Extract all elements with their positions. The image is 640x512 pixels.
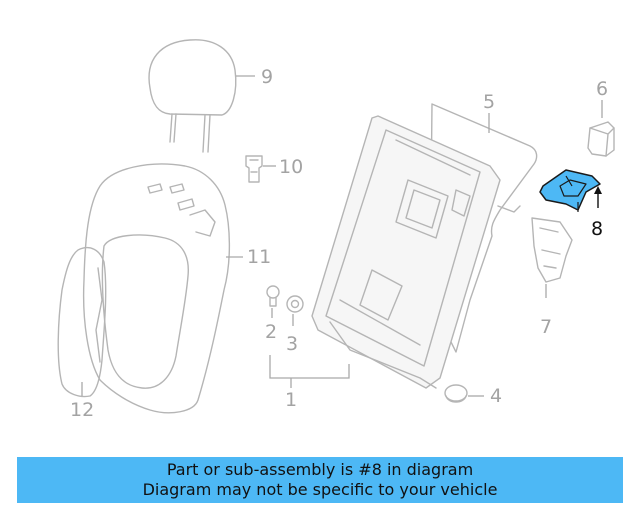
highlighted-bezel-part: [539, 169, 601, 212]
leader-8-arrow: [594, 186, 602, 194]
banner-line-part: Part or sub-assembly is #8 in diagram: [166, 460, 474, 479]
seat-back-pad-part: [57, 246, 107, 398]
callout-2: 2: [265, 321, 277, 343]
callout-4: 4: [490, 385, 502, 407]
callout-3: 3: [286, 333, 298, 355]
callout-5: 5: [483, 91, 495, 113]
info-banner: Part or sub-assembly is #8 in diagram Di…: [17, 457, 623, 503]
callout-10: 10: [279, 156, 303, 178]
banner-line-disclaimer: Diagram may not be specific to your vehi…: [142, 480, 498, 499]
callout-1: 1: [285, 389, 297, 411]
callout-7: 7: [540, 316, 552, 338]
callout-11: 11: [247, 246, 271, 268]
headrest-guide-part: [245, 155, 263, 183]
cap-part: [587, 121, 615, 157]
grommet-part: [444, 384, 468, 403]
nut-part: [286, 295, 304, 313]
callout-8: 8: [591, 218, 603, 240]
latch-bracket-part: [531, 217, 573, 283]
leader-1: [269, 355, 350, 379]
callout-9: 9: [261, 66, 273, 88]
back-panel-part: [429, 103, 538, 353]
seat-back-cover-part: [82, 163, 231, 414]
callout-12: 12: [70, 399, 94, 421]
bolt-part: [266, 285, 280, 307]
seat-back-frame-part: [311, 115, 501, 389]
callout-6: 6: [596, 78, 608, 100]
parts-diagram: 9 10 11 12 5 1: [57, 39, 615, 421]
headrest-part: [148, 39, 237, 153]
